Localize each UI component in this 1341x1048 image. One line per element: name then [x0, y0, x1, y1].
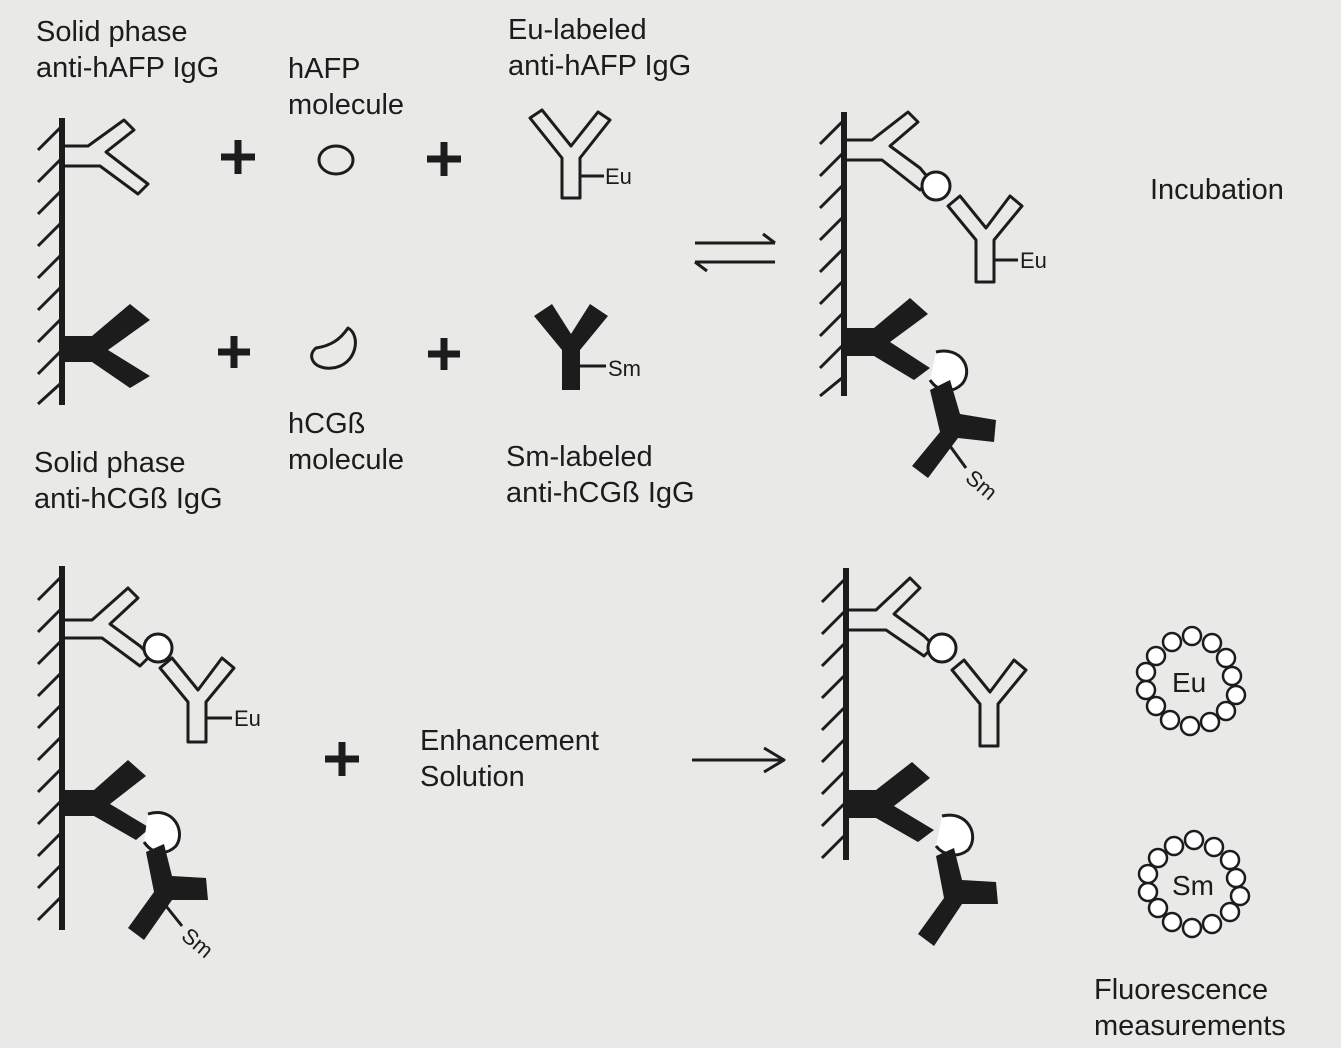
- unlabeled-filled-antibody-bound: [918, 848, 998, 946]
- hafp-molecule-shape: [142, 632, 174, 664]
- sm-tag: Sm: [961, 465, 1002, 505]
- eu-tag: Eu: [1020, 248, 1047, 273]
- solid-phase-wall: [36, 566, 65, 930]
- label-line: Eu-labeled: [508, 14, 647, 46]
- label-line: hCGß: [288, 408, 366, 440]
- anti-hafp-igg-open-antibody: [62, 586, 152, 668]
- plus-sign: [221, 140, 255, 174]
- anti-hcgb-igg-filled-antibody: [846, 762, 934, 842]
- solid-phase-wall: [818, 112, 847, 398]
- label-line: Solution: [420, 761, 525, 793]
- solid-phase-wall: [36, 118, 65, 406]
- label-line: Fluorescence: [1094, 974, 1269, 1006]
- eu-tag: Eu: [605, 164, 632, 189]
- hcgb-molecule-shape: [934, 813, 975, 857]
- sm-tag: Sm: [177, 923, 218, 963]
- solid-phase-wall: [820, 568, 849, 860]
- label-line: anti-hAFP IgG: [36, 52, 220, 84]
- hafp-molecule-shape: [317, 144, 355, 176]
- eu-labeled-antibody-bound: [158, 656, 236, 744]
- sm-chelate-label: Sm: [1172, 870, 1214, 901]
- label-line: molecule: [288, 89, 405, 121]
- reaction-arrow: [692, 746, 786, 774]
- eu-labeled-antibody: [528, 108, 612, 200]
- label-line: hAFP: [288, 53, 361, 85]
- anti-hafp-igg-open-antibody: [844, 110, 932, 192]
- sm-chelate-ring: [1137, 829, 1251, 939]
- hafp-molecule-shape: [926, 632, 958, 664]
- eu-tag: Eu: [234, 706, 261, 731]
- label-sm-labeled-igg: Sm-labeled anti-hCGß IgG: [506, 439, 695, 511]
- label-hafp-molecule: hAFP molecule: [288, 51, 404, 123]
- sm-tag: Sm: [608, 356, 641, 381]
- label-line: measurements: [1094, 1010, 1286, 1042]
- label-line: anti-hAFP IgG: [508, 50, 692, 82]
- sm-labeled-antibody-bound: [128, 844, 208, 940]
- label-eu-labeled-igg: Eu-labeled anti-hAFP IgG: [508, 12, 691, 84]
- label-line: Enhancement: [420, 725, 599, 757]
- anti-hcgb-igg-filled-antibody: [62, 304, 150, 388]
- plus-sign: [428, 338, 460, 370]
- sm-labeled-antibody-bound: [912, 380, 996, 478]
- equilibrium-arrows: [694, 232, 776, 273]
- label-enhancement-solution: Enhancement Solution: [420, 723, 599, 795]
- label-fluorescence-measurements: Fluorescence measurements: [1094, 972, 1286, 1044]
- eu-labeled-antibody-bound: [946, 194, 1024, 284]
- label-line: Solid phase: [36, 16, 188, 48]
- label-solid-phase-anti-hcgb: Solid phase anti-hCGß IgG: [34, 445, 223, 517]
- anti-hafp-igg-open-antibody: [62, 118, 150, 196]
- label-solid-phase-anti-hafp: Solid phase anti-hAFP IgG: [36, 14, 219, 86]
- eu-chelate-label: Eu: [1172, 667, 1206, 698]
- label-hcgb-molecule: hCGß molecule: [288, 406, 404, 478]
- eu-chelate-ring: [1135, 625, 1247, 737]
- label-line: anti-hCGß IgG: [506, 477, 695, 509]
- label-line: anti-hCGß IgG: [34, 483, 223, 515]
- hcgb-molecule-shape: [310, 326, 357, 370]
- unlabeled-antibody-bound: [950, 658, 1028, 748]
- sm-labeled-antibody: [534, 304, 608, 390]
- label-incubation: Incubation: [1150, 174, 1284, 206]
- plus-sign: [427, 142, 461, 176]
- plus-sign: [218, 336, 250, 368]
- label-line: Sm-labeled: [506, 441, 653, 473]
- anti-hcgb-igg-filled-antibody: [844, 298, 930, 380]
- plus-sign: [325, 742, 359, 776]
- label-line: Solid phase: [34, 447, 186, 479]
- hafp-molecule-shape: [920, 170, 952, 202]
- label-line: molecule: [288, 444, 405, 476]
- anti-hafp-igg-open-antibody: [846, 576, 936, 658]
- anti-hcgb-igg-filled-antibody: [62, 760, 150, 840]
